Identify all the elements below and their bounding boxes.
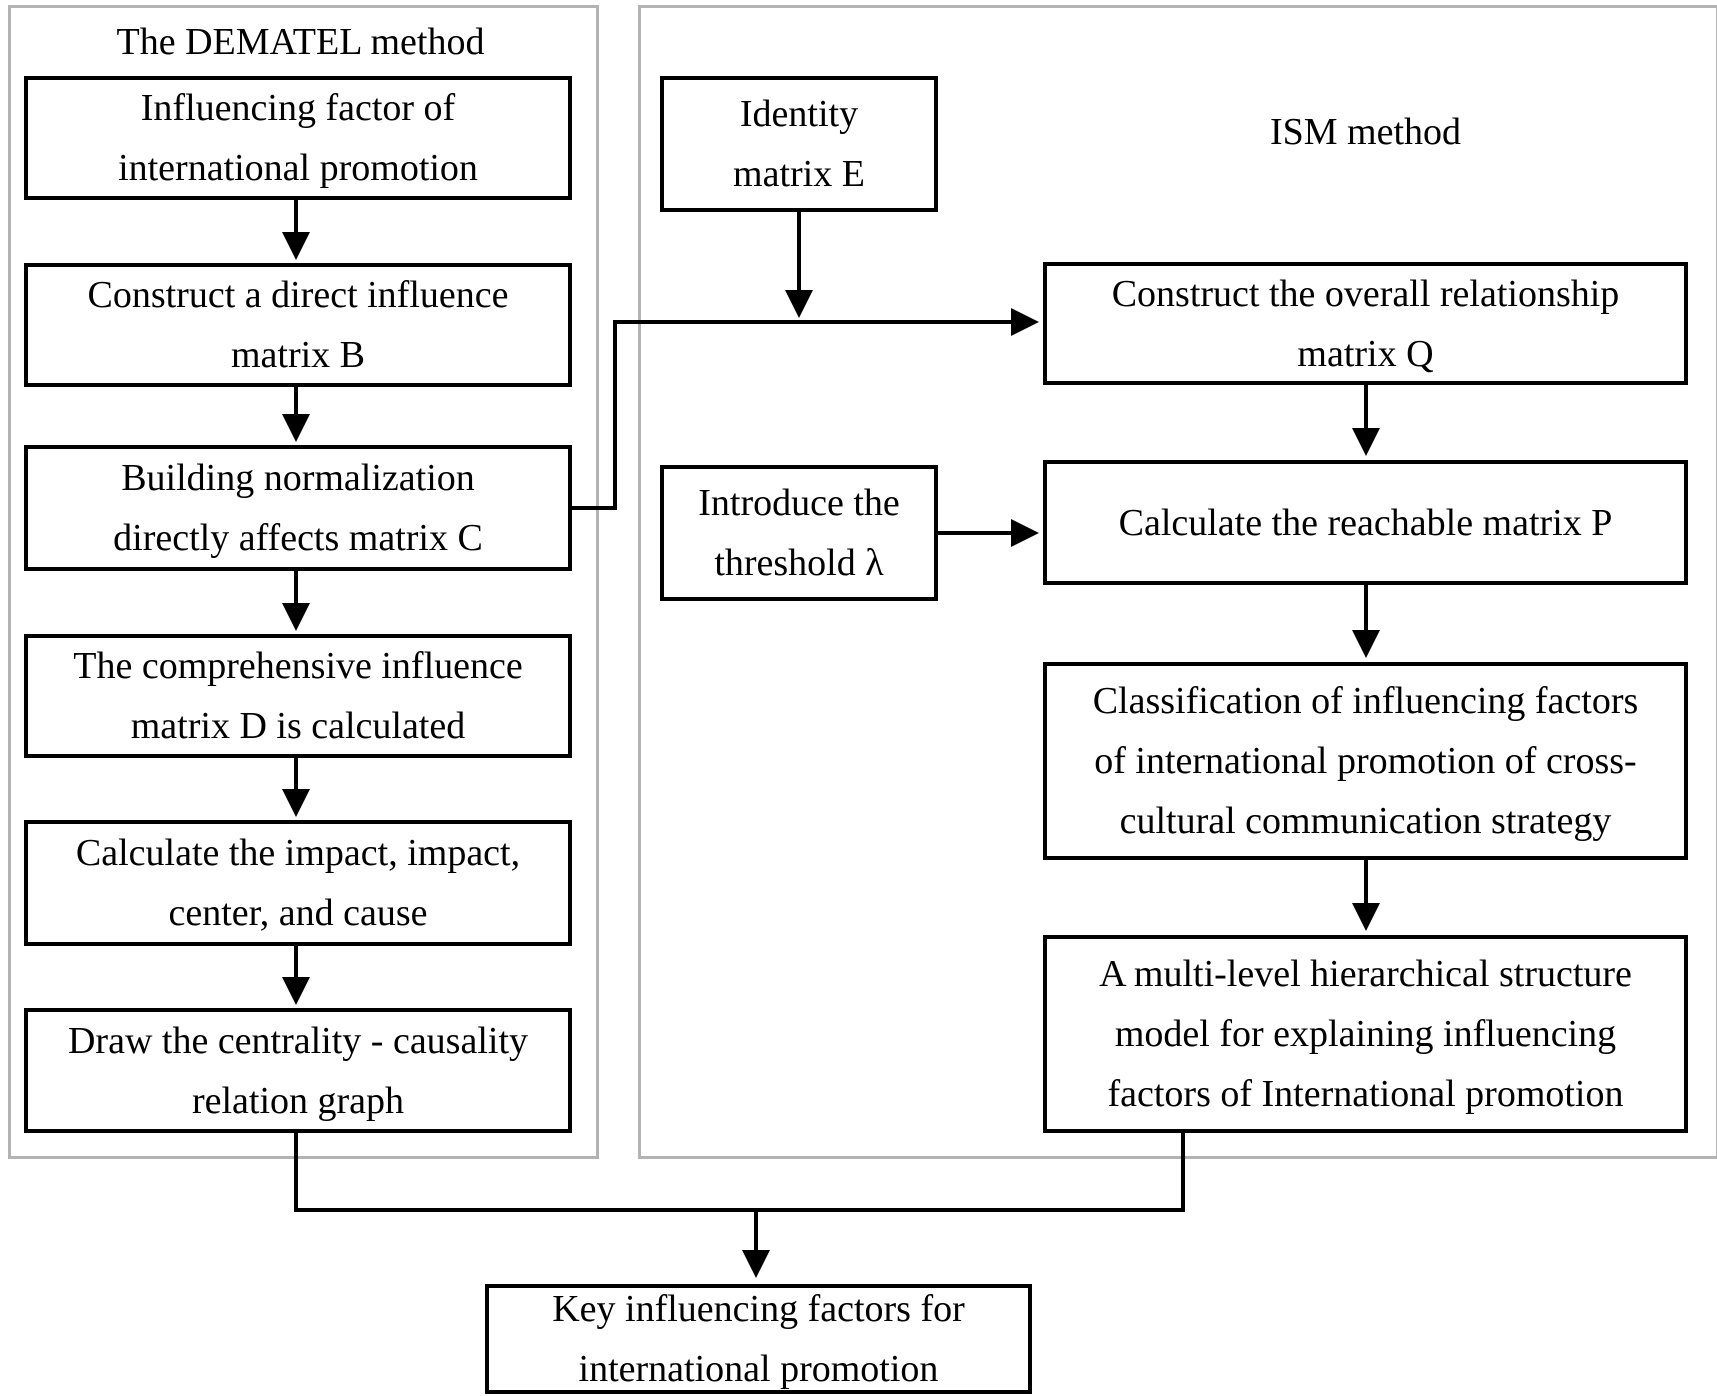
box-overall-relationship-matrix-q: Construct the overall relationship matri… xyxy=(1043,262,1688,385)
box-direct-influence-matrix-b: Construct a direct influence matrix B xyxy=(24,263,572,387)
dematel-group-title: The DEMATEL method xyxy=(116,21,485,63)
box-centrality-causality-graph: Draw the centrality - causality relation… xyxy=(24,1008,572,1133)
box-introduce-threshold: Introduce the threshold λ xyxy=(660,465,938,601)
box-identity-matrix-e: Identity matrix E xyxy=(660,76,938,212)
box-classification-factors: Classification of influencing factors of… xyxy=(1043,662,1688,860)
box-normalization-matrix-c: Building normalization directly affects … xyxy=(24,445,572,571)
box-calculate-impact: Calculate the impact, impact, center, an… xyxy=(24,820,572,946)
ism-group-title: ISM method xyxy=(1269,111,1462,153)
box-influencing-factor: Influencing factor of international prom… xyxy=(24,76,572,200)
box-multilevel-model: A multi-level hierarchical structure mod… xyxy=(1043,935,1688,1133)
connector-matrix-c-to-matrix-q xyxy=(572,308,1039,510)
box-reachable-matrix-p: Calculate the reachable matrix P xyxy=(1043,460,1688,585)
box-comprehensive-matrix-d: The comprehensive influence matrix D is … xyxy=(24,634,572,758)
connector-bottom-collector xyxy=(294,1133,1185,1212)
box-key-influencing-factors: Key influencing factors for internationa… xyxy=(485,1284,1032,1394)
